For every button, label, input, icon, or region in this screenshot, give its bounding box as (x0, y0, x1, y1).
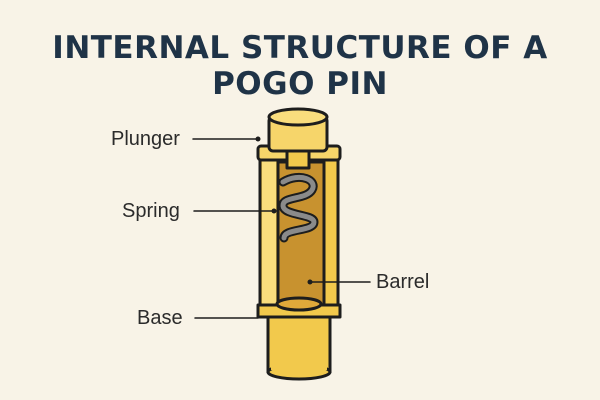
spring-label: Spring (122, 200, 180, 222)
base-label: Base (137, 307, 183, 329)
title-line-2: POGO PIN (212, 66, 388, 102)
plunger-label: Plunger (111, 128, 180, 150)
plunger-head (267, 107, 329, 153)
plunger-stem (285, 148, 311, 170)
title-line-1: INTERNAL STRUCTURE OF A (52, 30, 548, 66)
diagram-title: INTERNAL STRUCTURE OF A POGO PIN (0, 30, 600, 102)
spring (278, 173, 319, 243)
barrel-label: Barrel (376, 271, 430, 293)
